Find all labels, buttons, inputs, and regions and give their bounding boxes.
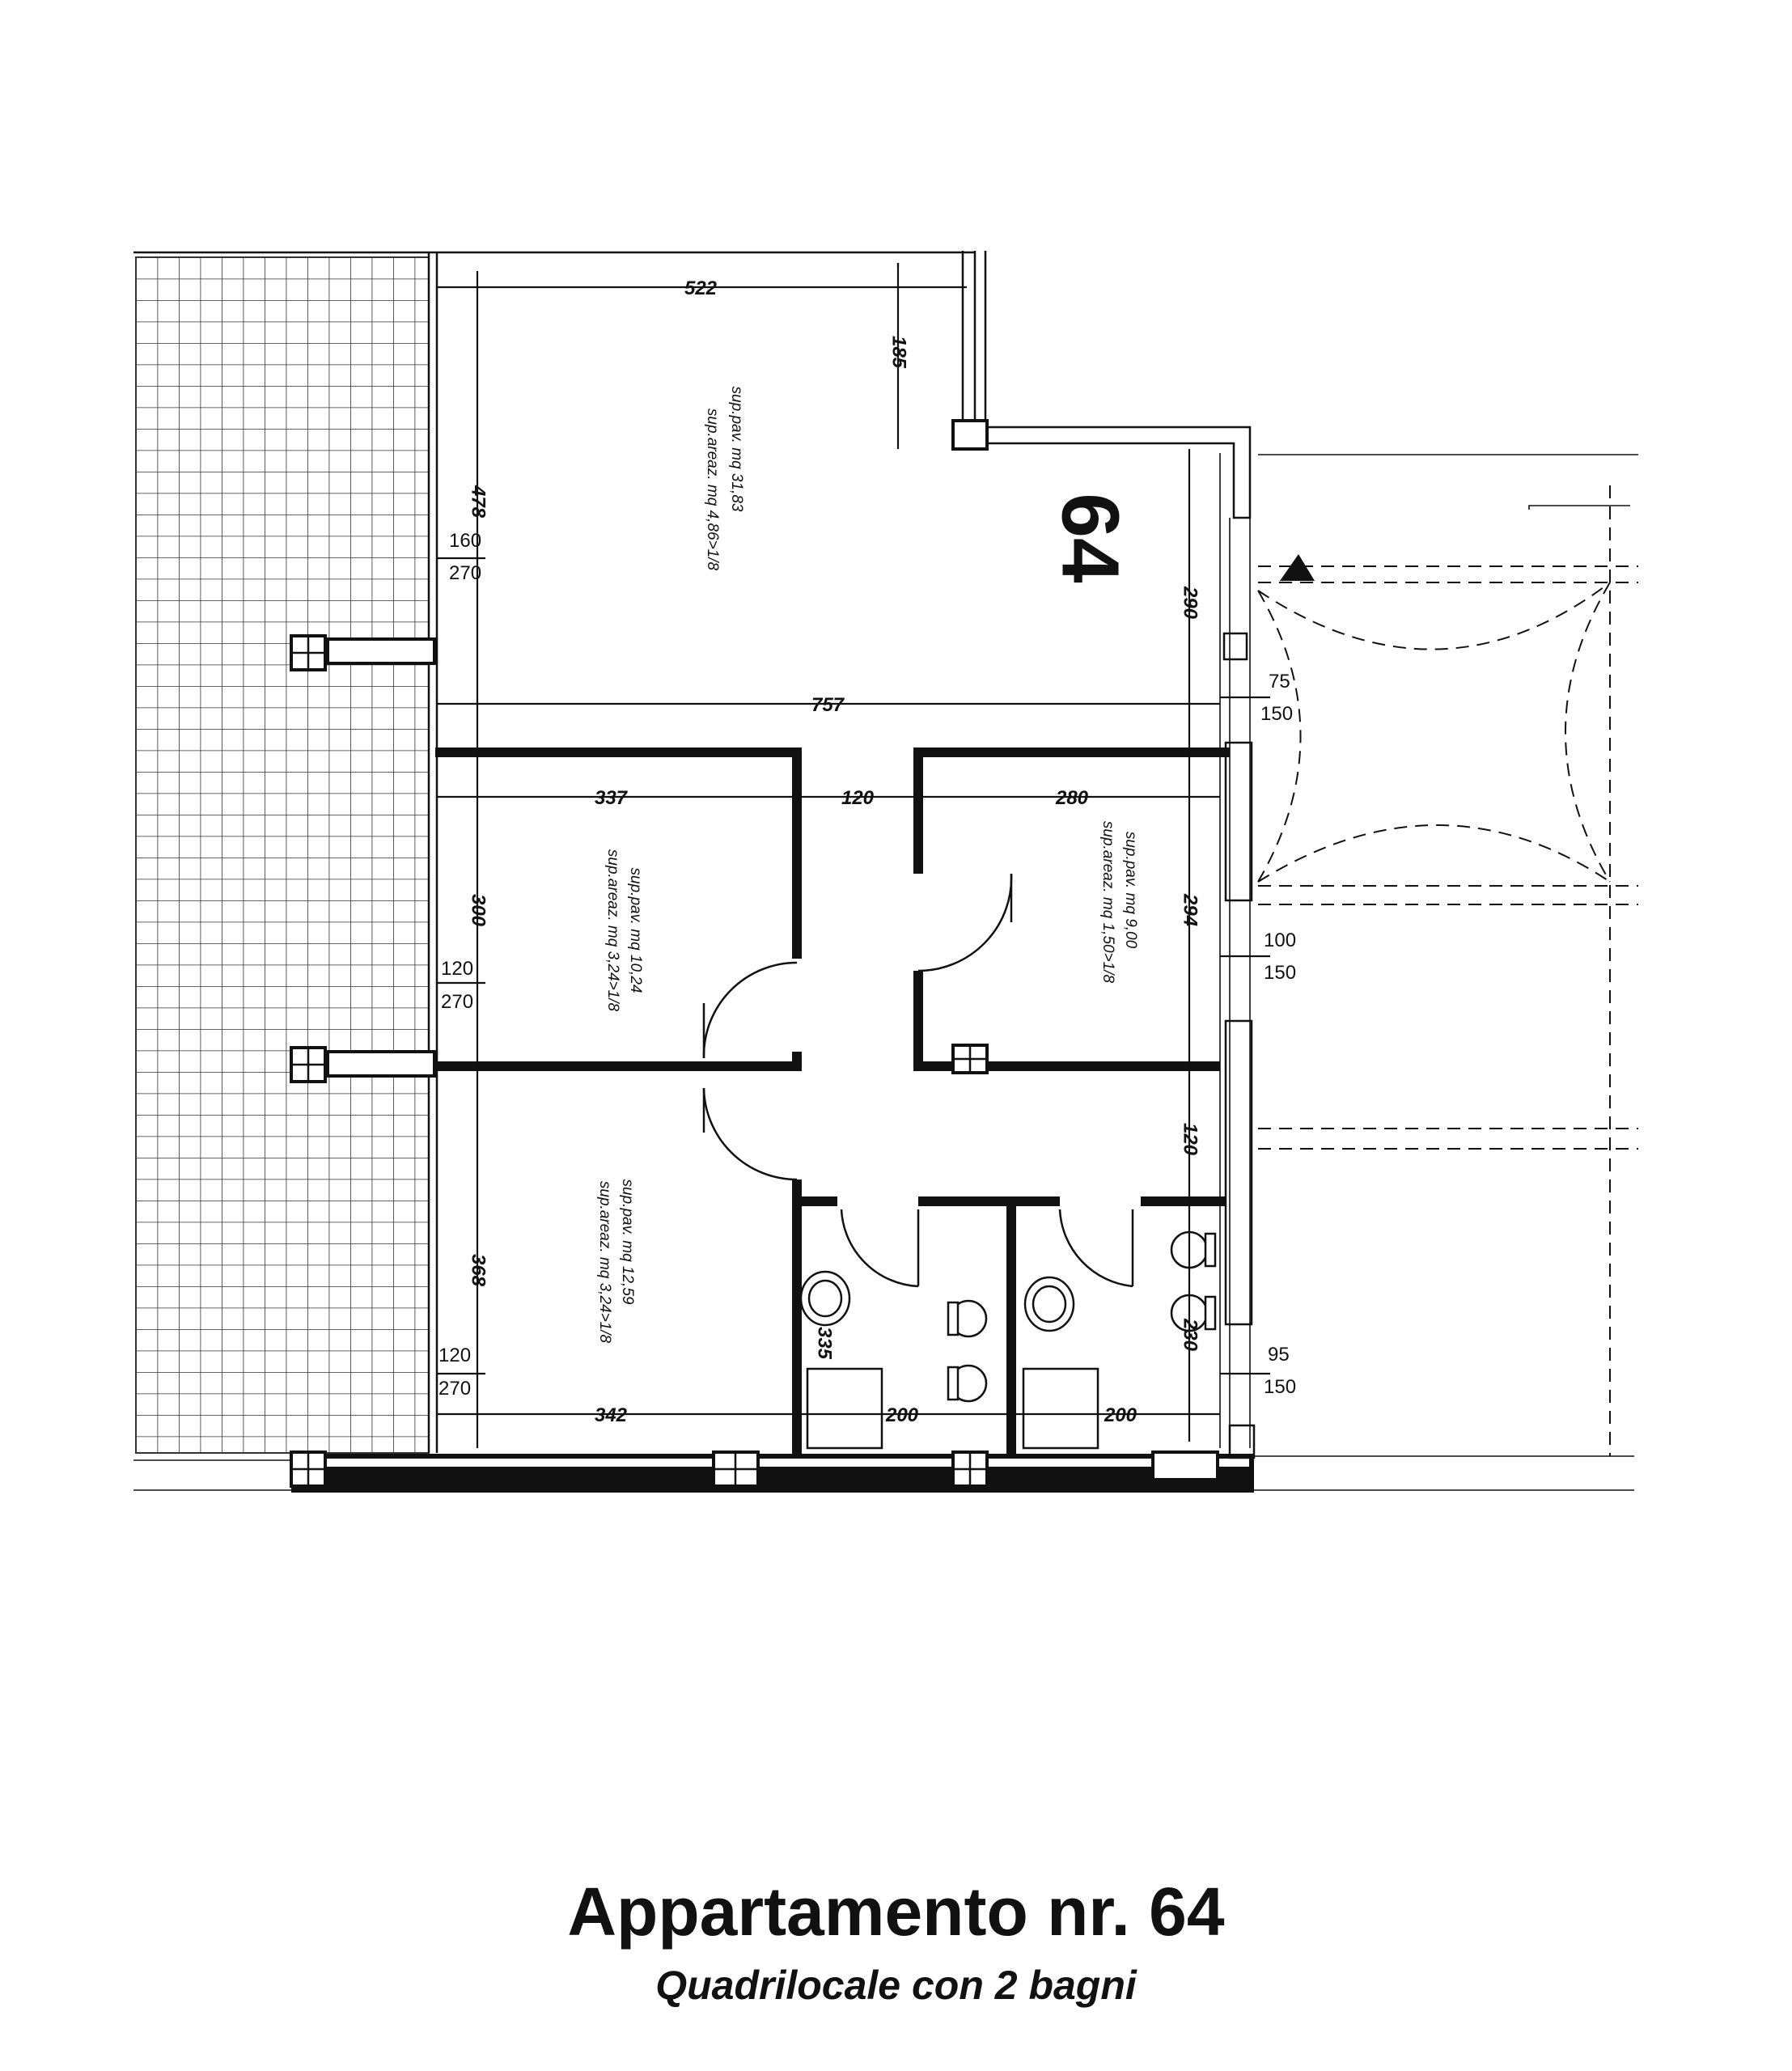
dim-recess-depth: 185 — [888, 336, 910, 369]
living-air-area: sup.areaz. mq 4,86>1/8 — [704, 409, 721, 571]
dim-bath2-depth: 230 — [1180, 1318, 1201, 1352]
structural-pillars — [290, 419, 1219, 1488]
bathroom-fixtures — [799, 1230, 1217, 1450]
plan-subtitle: Quadrilocale con 2 bagni — [655, 1963, 1137, 2008]
bedroom1-air-area: sup.areaz. mq 3,24>1/8 — [604, 849, 621, 1012]
exterior-canopy — [1257, 454, 1638, 1456]
dim-bedroom3-depth: 294 — [1180, 893, 1201, 926]
dim-bath1-width: 200 — [885, 1404, 919, 1426]
dim-living-depth: 478 — [468, 485, 489, 519]
dim-living-width: 522 — [684, 277, 718, 299]
room-areas: sup.pav. mq 31,83 sup.areaz. mq 4,86>1/8… — [596, 387, 1139, 1344]
living-window-height: 270 — [449, 562, 481, 584]
bedroom1-window-width: 120 — [441, 958, 473, 980]
bath-window-width: 95 — [1268, 1344, 1290, 1366]
living-floor-area: sup.pav. mq 31,83 — [728, 387, 745, 512]
bedroom2-floor-area: sup.pav. mq 12,59 — [619, 1179, 636, 1305]
living-window-width: 160 — [449, 530, 481, 552]
door-swings — [702, 873, 1134, 1288]
bath-window-height: 150 — [1264, 1376, 1296, 1398]
bedroom3-window-height: 150 — [1264, 962, 1296, 984]
bedroom3-air-area: sup.areaz. mq 1,50>1/8 — [1099, 821, 1116, 984]
bedroom2-window-height: 270 — [438, 1378, 471, 1400]
entry-door-width: 75 — [1269, 671, 1290, 692]
dim-bedroom3-width: 280 — [1055, 787, 1089, 809]
dim-hall-depth: 120 — [1180, 1123, 1201, 1156]
bedroom2-window-width: 120 — [438, 1345, 471, 1366]
dimension-labels: 522 185 478 290 757 337 120 280 300 294 … — [468, 277, 1201, 1426]
dim-bedroom2-depth: 368 — [468, 1254, 489, 1287]
terrace-tile-grid — [135, 256, 430, 1454]
exterior-walls — [133, 251, 1634, 1493]
dim-bedroom1-depth: 300 — [468, 894, 489, 927]
bedroom3-window-width: 100 — [1264, 930, 1296, 951]
interior-walls — [435, 748, 1230, 1454]
plan-title: Appartamento nr. 64 — [567, 1874, 1225, 1950]
bedroom3-floor-area: sup.pav. mq 9,00 — [1122, 832, 1139, 949]
dim-entry-depth: 290 — [1180, 586, 1201, 620]
dim-hall-width: 120 — [841, 787, 875, 809]
entry-door-height: 150 — [1260, 703, 1293, 725]
opening-sizes: 160 270 120 270 120 270 75 150 100 150 9… — [438, 530, 1296, 1400]
dim-total-width: 757 — [811, 694, 845, 716]
dim-bedroom2-width: 342 — [595, 1404, 628, 1426]
dim-bedroom1-width: 337 — [595, 787, 629, 809]
dim-bath2-width: 200 — [1104, 1404, 1137, 1426]
dim-bath1-depth: 335 — [814, 1327, 836, 1360]
dimension-lines — [437, 263, 1270, 1448]
unit-number: 64 — [1045, 493, 1136, 583]
bedroom2-air-area: sup.areaz. mq 3,24>1/8 — [596, 1181, 613, 1344]
bedroom1-window-height: 270 — [441, 991, 473, 1013]
bedroom1-floor-area: sup.pav. mq 10,24 — [627, 868, 644, 993]
